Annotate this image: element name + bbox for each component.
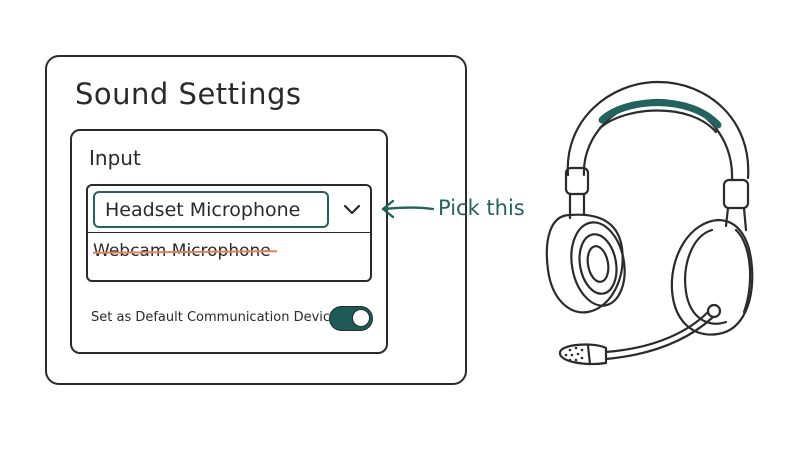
window-title: Sound Settings — [75, 77, 302, 111]
input-group: Input Headset Microphone Webcam Micropho… — [70, 129, 388, 354]
toggle-knob — [352, 309, 370, 327]
input-device-dropdown[interactable]: Headset Microphone Webcam Microphone — [86, 184, 372, 282]
option-webcam-microphone-label: Webcam Microphone — [93, 241, 271, 261]
default-device-row: Set as Default Communication Device — [91, 303, 376, 333]
option-webcam-microphone[interactable]: Webcam Microphone — [92, 241, 277, 261]
chevron-down-icon[interactable] — [341, 198, 363, 220]
input-group-label: Input — [89, 146, 141, 170]
arrow-left-icon — [381, 199, 435, 219]
dropdown-divider — [88, 232, 370, 233]
sound-settings-window: Sound Settings Input Headset Microphone … — [45, 55, 467, 385]
pick-this-annotation: Pick this — [378, 190, 528, 230]
annotation-text: Pick this — [438, 196, 525, 220]
default-device-toggle[interactable] — [329, 306, 373, 331]
option-headset-microphone[interactable]: Headset Microphone — [93, 191, 329, 228]
default-device-label: Set as Default Communication Device — [91, 310, 339, 325]
headset-icon — [545, 80, 754, 366]
